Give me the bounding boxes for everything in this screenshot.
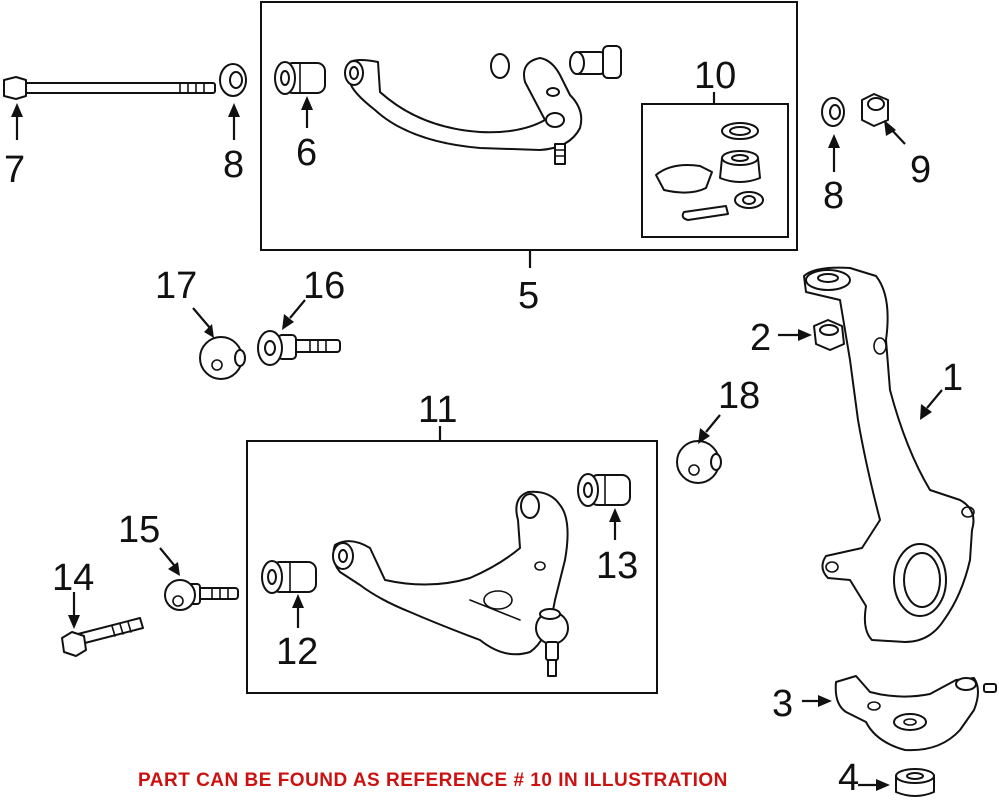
callout-8-left: 8 — [223, 144, 244, 186]
nut-9 — [861, 93, 889, 127]
arrow-12 — [292, 594, 304, 628]
arrow-4 — [858, 779, 890, 791]
bolt-7 — [3, 76, 216, 100]
cam-washer-17 — [199, 336, 246, 380]
bushing-12 — [261, 560, 317, 594]
callout-2: 2 — [750, 317, 771, 359]
callout-4: 4 — [838, 757, 859, 799]
bolt-14 — [61, 617, 144, 657]
callout-1: 1 — [942, 357, 963, 399]
arrow-16 — [282, 299, 306, 330]
callout-3: 3 — [772, 683, 793, 725]
nut-2 — [813, 319, 845, 351]
arrow-8-right — [828, 134, 840, 172]
callout-13: 13 — [596, 545, 638, 587]
callout-5: 5 — [518, 275, 539, 317]
callout-15: 15 — [118, 509, 160, 551]
arrow-3 — [802, 695, 832, 707]
arrow-8-left — [228, 103, 240, 140]
callout-6: 6 — [296, 132, 317, 174]
cam-bolt-15 — [164, 579, 239, 611]
callout-12: 12 — [276, 631, 318, 673]
arrow-2 — [778, 329, 812, 341]
callout-14: 14 — [52, 557, 94, 599]
bushing-6 — [274, 61, 326, 95]
callout-16: 16 — [303, 265, 345, 307]
cam-bolt-16 — [257, 330, 341, 366]
callout-18: 18 — [718, 375, 760, 417]
arrow-1 — [920, 389, 943, 420]
arrow-18 — [698, 414, 721, 444]
callout-17: 17 — [155, 265, 197, 307]
upper-arm-bushing — [569, 45, 622, 79]
washer-8-left — [219, 63, 247, 97]
arrow-15 — [159, 547, 180, 576]
bracket-3 — [834, 675, 997, 752]
footer-note: PART CAN BE FOUND AS REFERENCE # 10 IN I… — [138, 770, 728, 791]
arrow-6 — [301, 96, 313, 128]
lower-arm-group-box — [246, 440, 658, 694]
callout-9: 9 — [910, 149, 931, 191]
arrow-14 — [68, 592, 80, 629]
arrow-7 — [11, 103, 23, 140]
callout-7: 7 — [4, 149, 25, 191]
ball-joint-kit-parts — [655, 122, 764, 221]
upper-control-arm — [344, 53, 583, 165]
lower-control-arm — [332, 490, 569, 677]
arrow-17 — [192, 307, 214, 338]
callout-10: 10 — [694, 55, 736, 97]
nut-4 — [895, 768, 935, 797]
callout-11: 11 — [418, 389, 457, 431]
callout-8-right: 8 — [823, 175, 844, 217]
bushing-13 — [577, 473, 631, 507]
steering-knuckle-1 — [803, 266, 975, 643]
cam-washer-18 — [676, 440, 722, 484]
washer-8-right — [821, 97, 845, 127]
arrow-13 — [609, 508, 621, 540]
arrow-9 — [884, 120, 906, 145]
